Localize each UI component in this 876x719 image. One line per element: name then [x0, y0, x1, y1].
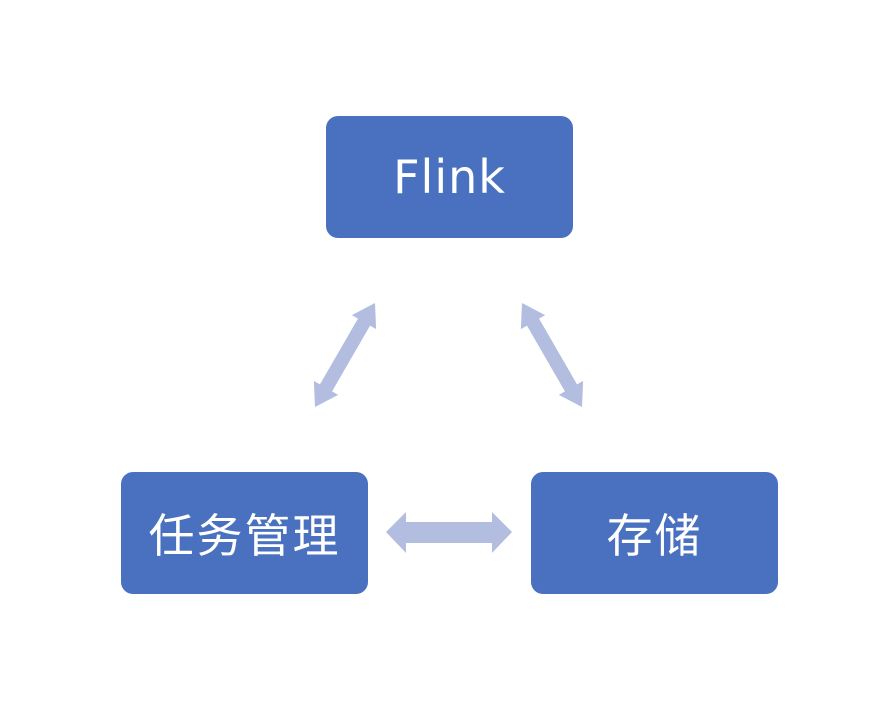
edge-task-store: [386, 512, 512, 553]
double-arrow-icon: [386, 512, 512, 553]
node-storage: 存储: [531, 472, 778, 594]
node-flink-label: Flink: [393, 150, 506, 204]
double-arrow-icon: [313, 303, 377, 407]
double-arrow-icon: [520, 303, 584, 407]
node-task-management-label: 任务管理: [148, 509, 341, 563]
node-storage-label: 存储: [606, 509, 703, 563]
node-task-management: 任务管理: [121, 472, 368, 594]
edge-flink-task: [313, 303, 377, 407]
node-flink: Flink: [326, 116, 573, 238]
edge-flink-store: [520, 303, 584, 407]
